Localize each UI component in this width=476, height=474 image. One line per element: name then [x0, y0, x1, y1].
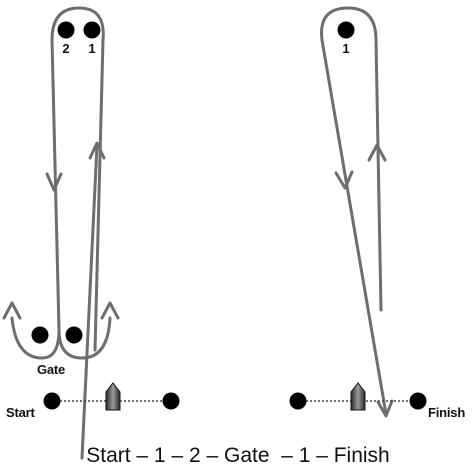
- finish-end-buoy: [409, 392, 427, 410]
- mark-1-buoy: [83, 21, 101, 39]
- downwind-arrow-icon: [334, 170, 354, 190]
- finish-pin-buoy: [289, 392, 307, 410]
- start-leg-path: [80, 143, 99, 460]
- start-pin-buoy: [43, 392, 61, 410]
- gate-left-buoy: [31, 326, 49, 344]
- upwind-arrow-icon: [367, 143, 387, 162]
- gate-left-arrow-icon: [2, 301, 22, 320]
- downwind-arrow-icon: [45, 172, 63, 192]
- mark-2-label: 2: [62, 41, 69, 56]
- right-course-beat-path: [374, 38, 383, 312]
- gate-rounding-left-path: [10, 316, 61, 360]
- mark-2-buoy: [57, 21, 75, 39]
- right-course: [320, 6, 388, 416]
- committee-boat-icon: [105, 382, 121, 411]
- mark-1-label: 1: [88, 41, 95, 56]
- start-end-buoy: [162, 392, 180, 410]
- right-course-arrows: [334, 143, 394, 418]
- left-course-loop-path: [50, 6, 105, 352]
- gate-rounding-right-path: [57, 316, 112, 360]
- committee-boat-icon: [350, 382, 366, 411]
- mark-1-label-right: 1: [342, 41, 349, 56]
- right-course-top-path: [320, 6, 378, 42]
- start-label: Start: [6, 405, 35, 420]
- right-course-run-path: [320, 38, 388, 416]
- gate-right-arrow-icon: [100, 301, 120, 320]
- finish-arrow-icon: [376, 399, 394, 418]
- gate-label: Gate: [37, 362, 65, 377]
- mark-1-buoy-right: [337, 21, 355, 39]
- course-sequence-caption: Start – 1 – 2 – Gate – 1 – Finish: [86, 444, 390, 467]
- upwind-arrow-icon: [88, 141, 106, 160]
- left-course: [10, 6, 112, 460]
- left-course-arrows: [2, 141, 120, 320]
- gate-right-buoy: [65, 326, 83, 344]
- finish-label: Finish: [428, 405, 465, 420]
